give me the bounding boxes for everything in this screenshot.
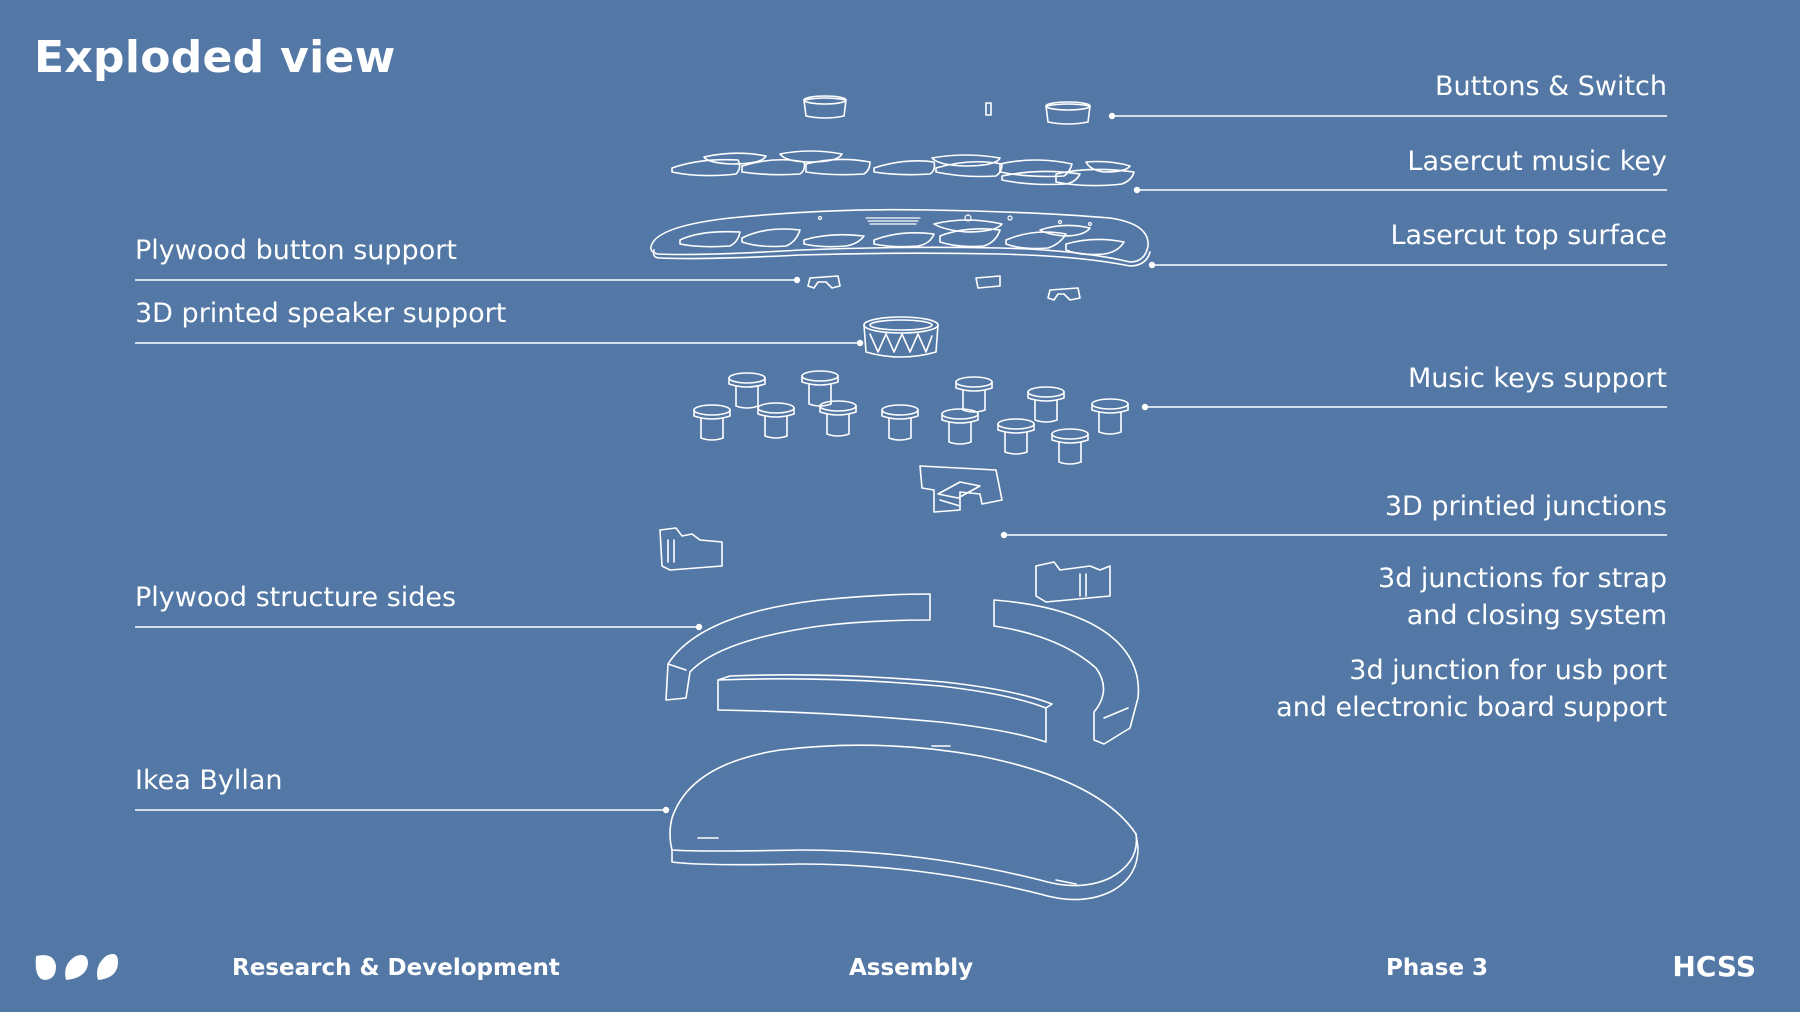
label-lasercut-top-surface: Lasercut top surface xyxy=(1390,220,1667,251)
plywood-button-support-part xyxy=(807,275,1081,301)
label-strap-junctions-line-2: and closing system xyxy=(1406,600,1667,631)
ikea-byllan-part xyxy=(669,744,1139,901)
footer-topic: Assembly xyxy=(849,955,974,981)
footer-section: Research & Development xyxy=(232,955,560,981)
footer-phase: Phase 3 xyxy=(1386,955,1489,981)
label-lasercut-music-key: Lasercut music key xyxy=(1407,146,1667,177)
lasercut-music-key-part xyxy=(671,150,1135,187)
music-keys-support-part xyxy=(693,370,1129,465)
label-speaker-support: 3D printed speaker support xyxy=(135,298,507,329)
label-usb-junction-line-1: 3d junction for usb port xyxy=(1349,655,1667,686)
slide-title: Exploded view xyxy=(34,32,396,83)
label-strap-junctions-line-1: 3d junctions for strap xyxy=(1378,563,1667,594)
footer-brand: HCSS xyxy=(1672,950,1756,983)
label-strap-junctions: 3d junctions for strap and closing syste… xyxy=(1378,560,1667,634)
lasercut-top-surface-part xyxy=(650,208,1151,267)
label-buttons-switch: Buttons & Switch xyxy=(1435,71,1667,102)
label-usb-junction-line-2: and electronic board support xyxy=(1276,692,1667,723)
label-usb-junction: 3d junction for usb port and electronic … xyxy=(1276,652,1667,726)
speaker-support-part xyxy=(863,316,939,358)
label-structure-sides: Plywood structure sides xyxy=(135,582,457,613)
buttons-and-switch-part xyxy=(803,95,1091,125)
label-plywood-button-support: Plywood button support xyxy=(135,235,457,266)
printed-junctions-part xyxy=(659,465,1111,603)
label-ikea-byllan: Ikea Byllan xyxy=(135,765,283,796)
label-printed-junctions: 3D printied junctions xyxy=(1384,491,1667,522)
label-music-keys-support: Music keys support xyxy=(1408,363,1667,394)
plywood-structure-sides-part xyxy=(665,593,1140,745)
three-petal-logo-icon xyxy=(35,954,118,980)
